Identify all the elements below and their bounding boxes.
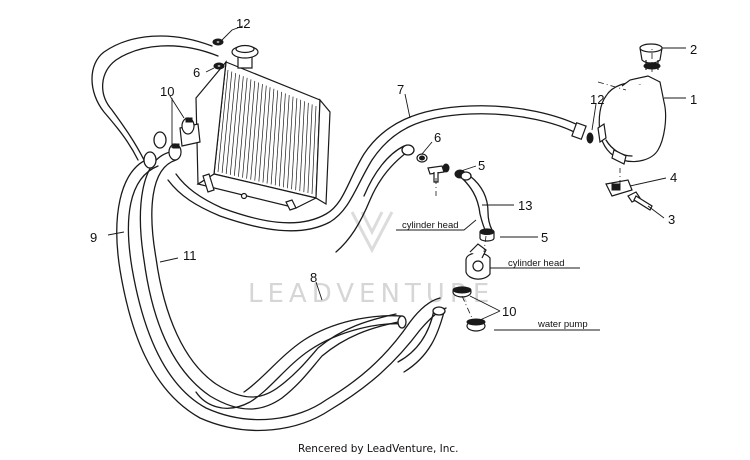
- label-water-pump: water pump: [537, 319, 588, 330]
- hose-cylinder-head: [335, 144, 415, 253]
- hose-9: [116, 157, 447, 432]
- callout-10-lower: 10: [502, 304, 516, 319]
- hose-7: [167, 105, 587, 232]
- hose-12-radiator: [91, 35, 219, 161]
- tank-bracket: [605, 179, 633, 197]
- callout-12-radiator: 12: [236, 16, 250, 31]
- callout-4: 4: [670, 170, 677, 185]
- callout-9: 9: [90, 230, 97, 245]
- bolt: [627, 191, 653, 211]
- hose-11: [139, 151, 399, 410]
- callout-10-upper: 10: [160, 84, 174, 99]
- hose-13: [454, 169, 493, 233]
- label-cylinder-head-2: cylinder head: [508, 258, 565, 269]
- hose-clamp-6-cylinder: [416, 153, 428, 163]
- callout-13: 13: [518, 198, 532, 213]
- callout-5-upper: 5: [478, 158, 485, 173]
- callout-11: 11: [183, 248, 197, 263]
- hose-clamp-10-upper: [143, 117, 195, 169]
- callout-3: 3: [668, 212, 675, 227]
- hose-8: [195, 315, 405, 409]
- callout-6-radiator: 6: [193, 65, 200, 80]
- callout-12-tank: 12: [590, 92, 604, 107]
- watermark-text: LEADVENTURE: [248, 279, 494, 309]
- callout-8: 8: [310, 270, 317, 285]
- hose-clamp-6: [213, 62, 225, 70]
- hose-clamp-10-lower: [452, 286, 486, 332]
- hose-clamp-5: [479, 228, 495, 242]
- callout-7: 7: [397, 82, 404, 97]
- credit-line: Rencered by LeadVenture, Inc.: [298, 443, 459, 455]
- label-cylinder-head-1: cylinder head: [402, 220, 459, 231]
- tank-cap: [639, 43, 663, 70]
- expansion-tank: [597, 75, 667, 165]
- radiator: [179, 44, 331, 211]
- radiator-core: [217, 69, 317, 195]
- cylinder-head-fitting: [465, 243, 491, 280]
- callout-1: 1: [690, 92, 697, 107]
- callout-2: 2: [690, 42, 697, 57]
- watermark-logo: LEADVENTURE: [248, 211, 494, 309]
- callout-5-lower: 5: [541, 230, 548, 245]
- bleed-fitting: [427, 163, 450, 183]
- hose-clamp-12: [212, 38, 224, 46]
- hose-end-water-pump: [397, 306, 446, 373]
- hose-clamp-12-tank: [586, 132, 594, 144]
- callout-6-cylinder: 6: [434, 130, 441, 145]
